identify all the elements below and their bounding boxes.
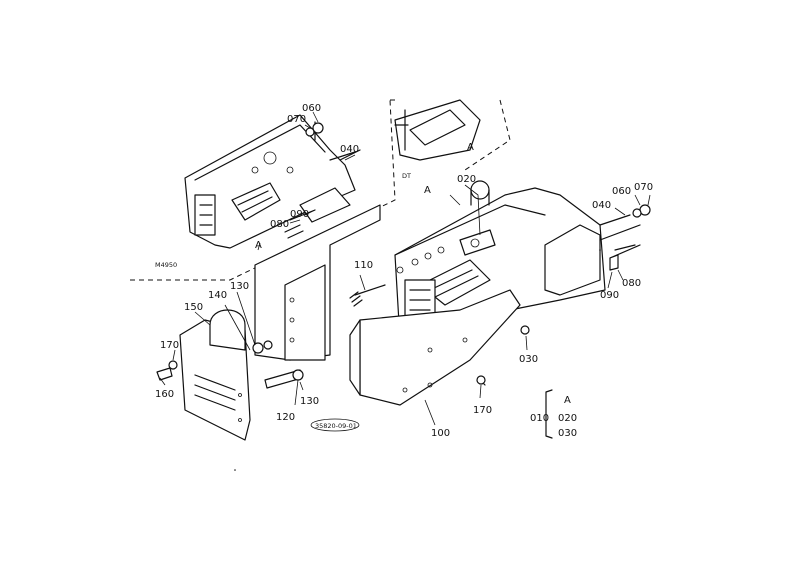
label-160: 170 <box>160 340 179 351</box>
legend-parent: 010 <box>530 413 549 424</box>
speck <box>234 469 236 471</box>
main-housing <box>394 187 641 346</box>
side-plate <box>179 309 251 441</box>
callout-a-main: A <box>424 185 431 196</box>
label-080-upper: 090 <box>290 209 309 220</box>
label-070-right: 080 <box>622 278 641 289</box>
label-140: 150 <box>184 302 203 313</box>
label-060: 070 <box>287 114 306 125</box>
part-labels: 060 070 040 090 080 020 040 060 070 080 … <box>155 103 653 439</box>
callout-a-upper-left: A <box>255 240 262 251</box>
callout-a-upper-right: A <box>467 142 474 153</box>
label-130: 140 <box>208 290 227 301</box>
label-040-right: 040 <box>592 200 611 211</box>
leader-lines <box>159 111 651 426</box>
label-120-lower: 130 <box>300 396 319 407</box>
label-050: 060 <box>302 103 321 114</box>
legend-child-2: 030 <box>558 428 577 439</box>
drawing-number: 35820-09-01 <box>315 422 357 430</box>
front-bracket <box>349 289 521 406</box>
label-080-right: 090 <box>600 290 619 301</box>
label-060-right: 070 <box>634 182 653 193</box>
center-bracket <box>254 204 386 361</box>
drawing-number-badge: 35820-09-01 <box>310 418 360 432</box>
bolts <box>156 122 651 389</box>
legend: A 010 020 030 <box>530 389 577 439</box>
figure-code: M4950 <box>155 261 177 269</box>
label-090: 100 <box>431 428 450 439</box>
legend-group-label: A <box>564 395 571 406</box>
label-110: 120 <box>276 412 295 423</box>
label-040: 040 <box>340 144 359 155</box>
label-170: 170 <box>473 405 492 416</box>
label-100: 110 <box>354 260 373 271</box>
speck <box>599 249 601 251</box>
label-150: 160 <box>155 389 174 400</box>
label-120-upper: 130 <box>230 281 249 292</box>
label-030: 030 <box>519 354 538 365</box>
view-ref-mark: DT <box>402 172 411 180</box>
upper-right-detail <box>394 99 481 161</box>
label-070-upper: 080 <box>270 219 289 230</box>
upper-left-assembly <box>184 114 356 249</box>
label-020: 020 <box>457 174 476 185</box>
legend-child-1: 020 <box>558 413 577 424</box>
label-050-right: 060 <box>612 186 631 197</box>
